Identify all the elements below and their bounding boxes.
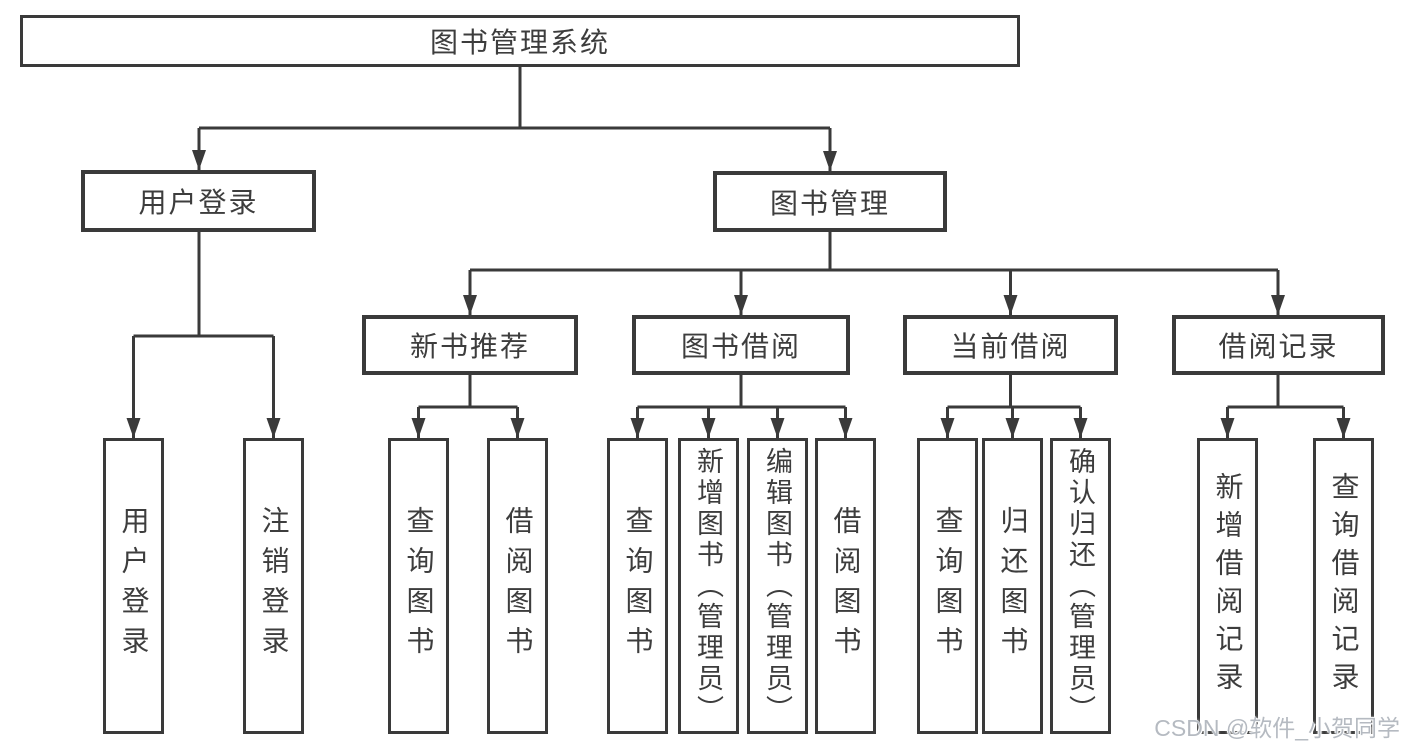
leaf-confirm-return-admin: 确认归还（管理员）: [1050, 438, 1111, 734]
leaf-edit-book-admin: 编辑图书（管理员）: [747, 438, 808, 734]
connector-root-to-level2: [192, 66, 837, 171]
node-borrow-records: 借阅记录: [1172, 315, 1385, 375]
node-book-borrow-label: 图书借阅: [680, 331, 801, 362]
leaf-borrow-books-recommend: 借阅图书: [487, 438, 548, 734]
leaf-add-borrow-record-label: 新增借阅记录: [1212, 472, 1244, 700]
node-book-borrow: 图书借阅: [632, 315, 850, 375]
node-book-management: 图书管理: [713, 171, 947, 232]
leaf-borrow-books-recommend-label: 借阅图书: [502, 506, 534, 666]
leaf-query-borrow-record-label: 查询借阅记录: [1328, 472, 1360, 700]
leaf-query-books-current-label: 查询图书: [932, 506, 964, 666]
leaf-borrow-books: 借阅图书: [815, 438, 876, 734]
leaf-confirm-return-admin-label: 确认归还（管理员）: [1065, 446, 1095, 726]
node-user-login-label: 用户登录: [138, 187, 259, 218]
connector-current-borrow-to-leaves: [940, 375, 1088, 438]
connector-new-book-recommend-to-leaves: [411, 375, 525, 438]
node-new-book-recommend-label: 新书推荐: [409, 331, 530, 362]
node-user-login: 用户登录: [81, 170, 316, 232]
connector-user-login-to-leaves: [126, 232, 281, 438]
node-borrow-records-label: 借阅记录: [1218, 331, 1339, 362]
node-book-management-label: 图书管理: [769, 187, 890, 219]
csdn-watermark: CSDN @软件_小贺同学: [1154, 715, 1400, 741]
leaf-logout: 注销登录: [243, 438, 304, 734]
leaf-add-borrow-record: 新增借阅记录: [1197, 438, 1258, 734]
node-new-book-recommend: 新书推荐: [362, 315, 578, 375]
leaf-query-books-borrow: 查询图书: [607, 438, 668, 734]
leaf-query-books-borrow-label: 查询图书: [622, 506, 654, 666]
connector-borrow-records-to-leaves: [1220, 375, 1351, 438]
leaf-user-login: 用户登录: [103, 438, 164, 734]
leaf-user-login-label: 用户登录: [118, 506, 150, 666]
leaf-query-books-current: 查询图书: [917, 438, 978, 734]
leaf-logout-label: 注销登录: [258, 506, 290, 666]
leaf-return-book-label: 归还图书: [997, 506, 1029, 666]
node-current-borrow: 当前借阅: [903, 315, 1118, 375]
node-current-borrow-label: 当前借阅: [950, 331, 1071, 362]
leaf-edit-book-admin-label: 编辑图书（管理员）: [762, 446, 792, 726]
node-root-label: 图书管理系统: [429, 27, 610, 58]
leaf-query-books-recommend-label: 查询图书: [403, 506, 435, 666]
leaf-query-borrow-record: 查询借阅记录: [1313, 438, 1374, 734]
connector-book-management-to-level3: [463, 231, 1285, 315]
leaf-query-books-recommend: 查询图书: [388, 438, 449, 734]
node-root: 图书管理系统: [20, 15, 1020, 67]
connector-book-borrow-to-leaves: [630, 375, 853, 438]
leaf-return-book: 归还图书: [982, 438, 1043, 734]
leaf-add-book-admin: 新增图书（管理员）: [678, 438, 739, 734]
leaf-add-book-admin-label: 新增图书（管理员）: [693, 446, 723, 726]
leaf-borrow-books-label: 借阅图书: [830, 506, 862, 666]
